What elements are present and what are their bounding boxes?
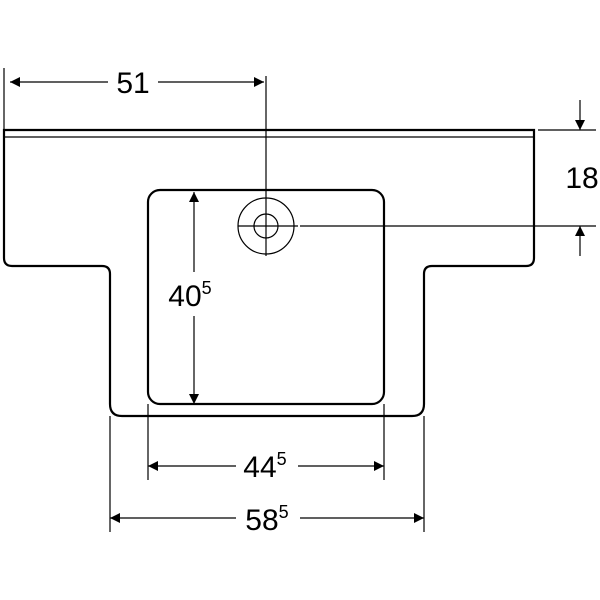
dimension-bowl-width: 445 — [147, 404, 385, 484]
svg-text:51: 51 — [116, 67, 149, 100]
svg-text:405: 405 — [168, 278, 211, 313]
dim-overall-width-sup: 5 — [279, 502, 289, 522]
dim-rim-height-value: 18 — [565, 162, 598, 195]
basin-outline — [2, 128, 536, 418]
dim-bowl-width-sup: 5 — [277, 449, 287, 469]
dimension-top-width: 51 — [3, 67, 264, 130]
dim-bowl-width-value: 44 — [243, 451, 276, 484]
dim-top-width-value: 51 — [116, 67, 149, 100]
svg-text:445: 445 — [243, 449, 286, 484]
dim-overall-width-value: 58 — [245, 504, 278, 537]
svg-text:18: 18 — [565, 162, 598, 195]
tap-hole-icon — [237, 76, 298, 256]
dimension-overall-width: 585 — [109, 416, 425, 537]
dimension-bowl-depth: 405 — [168, 192, 212, 404]
svg-text:585: 585 — [245, 502, 288, 537]
dim-bowl-depth-value: 40 — [168, 280, 201, 313]
dim-bowl-depth-sup: 5 — [202, 278, 212, 298]
dimension-rim-height: 18 — [300, 100, 599, 256]
